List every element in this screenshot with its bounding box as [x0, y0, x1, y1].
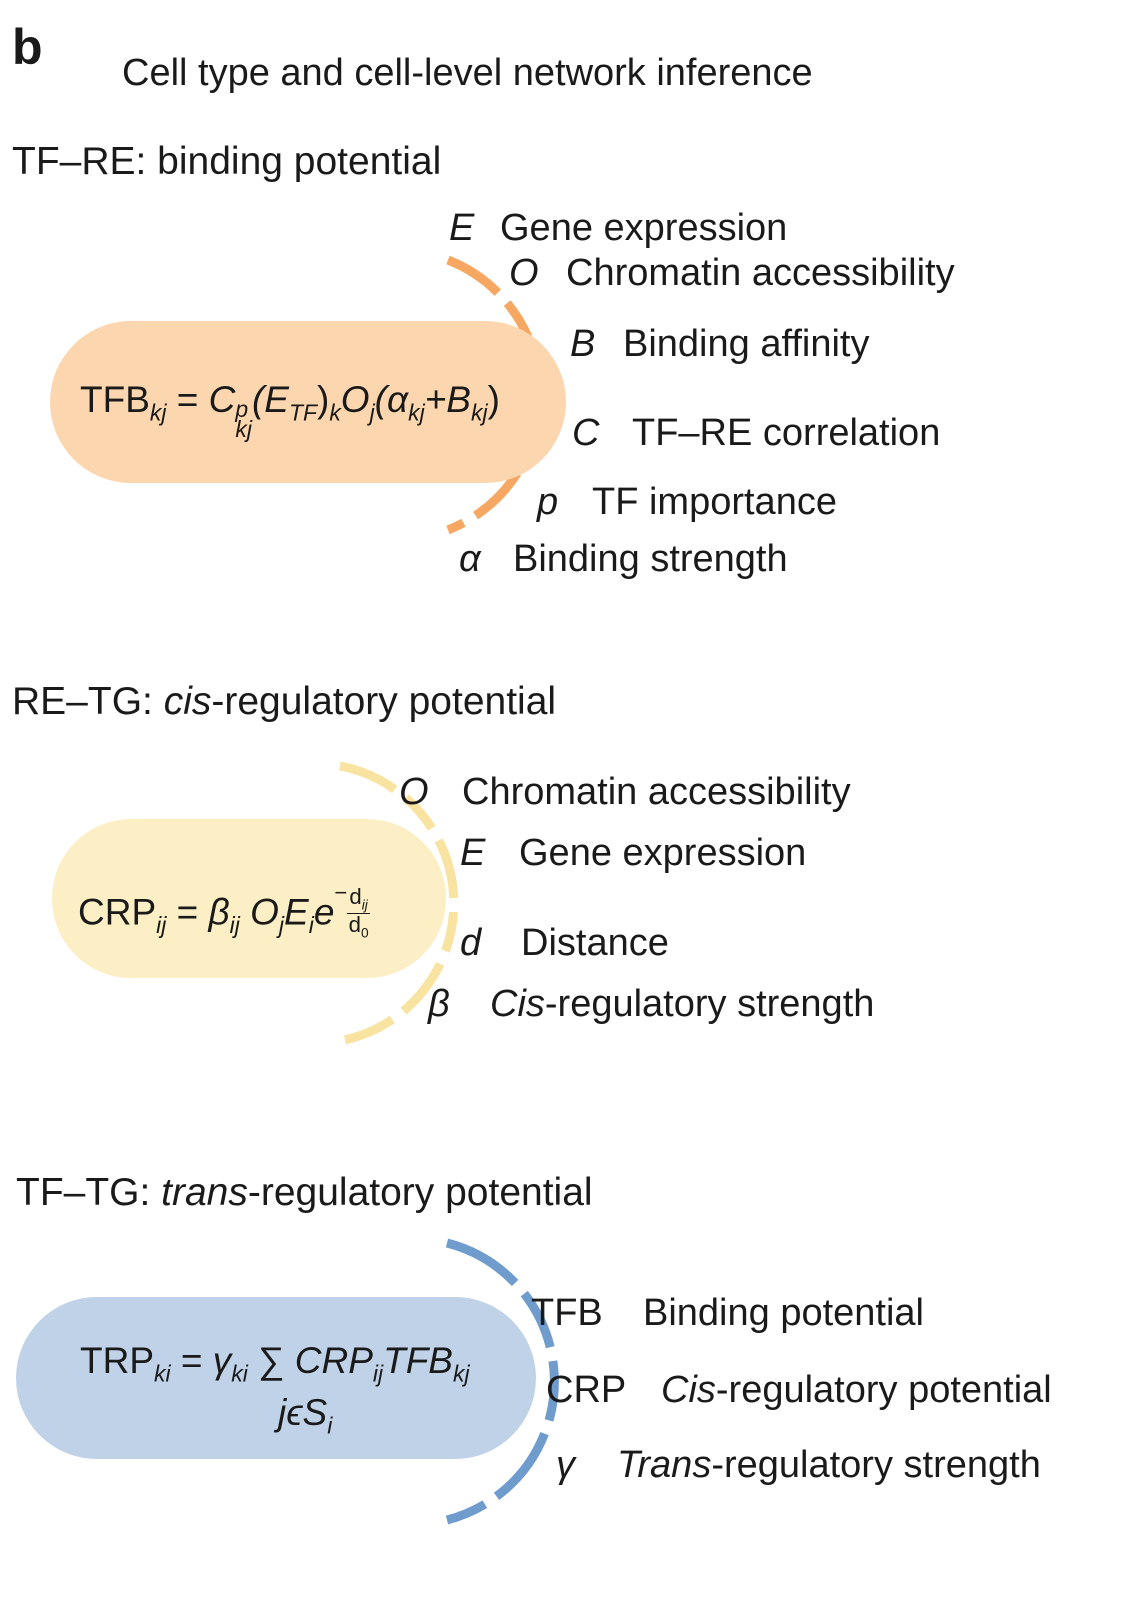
- tfre-sym-B: B: [570, 323, 596, 365]
- retg-sym-O: O: [399, 771, 429, 813]
- tftg-arc: [445, 1238, 559, 1525]
- tfre-sym-O: O: [509, 252, 539, 294]
- tftg-formula-pill: [16, 1297, 536, 1459]
- tfre-label-binding-affinity: Binding affinity: [623, 323, 870, 365]
- retg-label-chromatin: Chromatin accessibility: [462, 771, 851, 813]
- tfre-sym-C: C: [572, 412, 600, 454]
- retg-label-distance: Distance: [521, 922, 669, 964]
- tfre-title: TF–RE: binding potential: [12, 140, 442, 183]
- tftg-sym-gamma: γ: [556, 1444, 575, 1486]
- retg-sym-E: E: [460, 832, 486, 874]
- tftg-sym-CRP: CRP: [546, 1369, 627, 1411]
- tfre-label-correlation: TF–RE correlation: [632, 412, 941, 454]
- figure-title: Cell type and cell-level network inferen…: [122, 52, 813, 94]
- tfre-sym-p: p: [537, 481, 559, 523]
- tfre-sym-E: E: [449, 207, 475, 249]
- retg-sym-d: d: [460, 922, 482, 964]
- tftg-label-trans-strength: Trans-regulatory strength: [617, 1444, 1041, 1486]
- tftg-label-binding-potential: Binding potential: [643, 1292, 924, 1334]
- tftg-title: TF–TG: trans-regulatory potential: [16, 1171, 593, 1214]
- tfre-label-gene-expression: Gene expression: [500, 207, 788, 249]
- tfre-label-binding-strength: Binding strength: [513, 538, 788, 580]
- tftg-formula: TRPki = γki ∑ CRPijTFBkj: [80, 1340, 470, 1387]
- retg-label-gene-expression: Gene expression: [519, 832, 807, 874]
- retg-arc: [339, 761, 459, 1045]
- retg-sym-beta: β: [428, 983, 450, 1025]
- tfre-label-chromatin: Chromatin accessibility: [566, 252, 955, 294]
- retg-label-cis-strength: Cis-regulatory strength: [490, 983, 875, 1025]
- tftg-formula-subscript: jϵSi: [278, 1392, 333, 1439]
- retg-title: RE–TG: cis-regulatory potential: [12, 680, 557, 723]
- tfre-label-tf-importance: TF importance: [592, 481, 837, 523]
- tftg-label-cis-potential: Cis-regulatory potential: [661, 1369, 1052, 1411]
- tfre-formula-pill: [50, 321, 566, 483]
- panel-letter: b: [12, 19, 43, 75]
- tftg-sym-TFB: TFB: [531, 1292, 603, 1334]
- tfre-sym-alpha: α: [459, 538, 481, 580]
- retg-formula-pill: [52, 819, 446, 978]
